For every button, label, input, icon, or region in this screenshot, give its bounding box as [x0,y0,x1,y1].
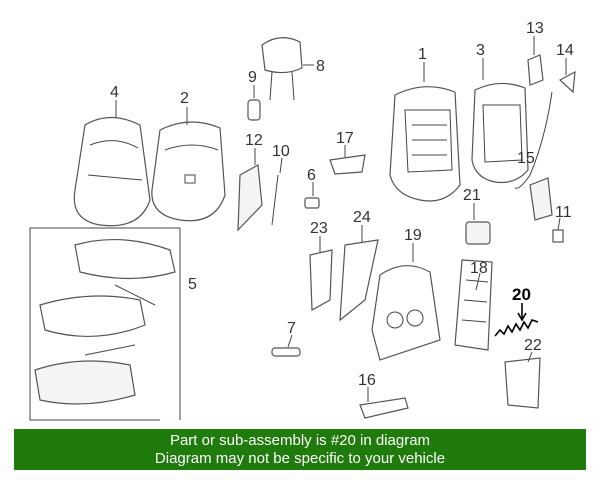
callout-21[interactable]: 21 [463,187,481,204]
callout-18[interactable]: 18 [470,260,488,277]
callout-3[interactable]: 3 [476,42,485,59]
banner-line-1: Part or sub-assembly is #20 in diagram [169,431,431,449]
part-14-cap [558,58,576,94]
part-10-rod [271,157,283,226]
callout-4[interactable]: 4 [110,84,119,101]
callout-10[interactable]: 10 [272,143,290,160]
part-12-recliner [237,148,263,232]
part-21-module [465,203,491,245]
callout-7[interactable]: 7 [287,320,296,337]
part-9-headrest-guide [247,85,261,121]
callout-5[interactable]: 5 [188,276,197,293]
part-4-seatback-cover [73,100,151,227]
part-3-seatback-pad [471,58,529,184]
callout-15[interactable]: 15 [517,150,535,167]
callout-9[interactable]: 9 [248,69,257,86]
part-13-trim [527,36,544,86]
part-2-seatback-cover [151,107,226,222]
callout-17[interactable]: 17 [336,130,354,147]
part-24-trim-panel [339,225,379,322]
callout-12[interactable]: 12 [245,132,263,149]
part-8-headrest [261,37,314,101]
part-20-spring [494,303,539,337]
part-18-mat [454,259,493,351]
callout-14[interactable]: 14 [556,42,574,59]
callout-16[interactable]: 16 [358,372,376,389]
part-17-bracket [329,145,366,175]
part-22-panel [504,351,541,409]
part-19-seat-frame [371,243,441,361]
callout-6[interactable]: 6 [307,167,316,184]
callout-20[interactable]: 20 [512,285,531,304]
callout-19[interactable]: 19 [404,227,422,244]
callout-2[interactable]: 2 [180,90,189,107]
part-6-bolt [304,182,320,209]
callout-13[interactable]: 13 [526,20,544,37]
part-16-rail [359,387,409,419]
seat-parts-diagram: 4 2 8 9 12 10 6 17 [29,20,576,421]
banner-line-2: Diagram may not be specific to your vehi… [154,449,446,467]
callout-1[interactable]: 1 [418,46,427,63]
part-15-cable [514,91,553,189]
callout-23[interactable]: 23 [310,220,328,237]
callout-8[interactable]: 8 [316,58,325,75]
info-banner: Part or sub-assembly is #20 in diagram D… [14,429,586,470]
callout-11[interactable]: 11 [555,204,572,221]
callout-24[interactable]: 24 [353,209,371,226]
part-7-pin [271,334,301,357]
callout-22[interactable]: 22 [524,337,542,354]
part-11-motor [529,177,564,243]
part-5-cushion-group [29,227,181,421]
part-23-side-panel [309,236,333,311]
part-1-seatback-frame [389,62,461,202]
